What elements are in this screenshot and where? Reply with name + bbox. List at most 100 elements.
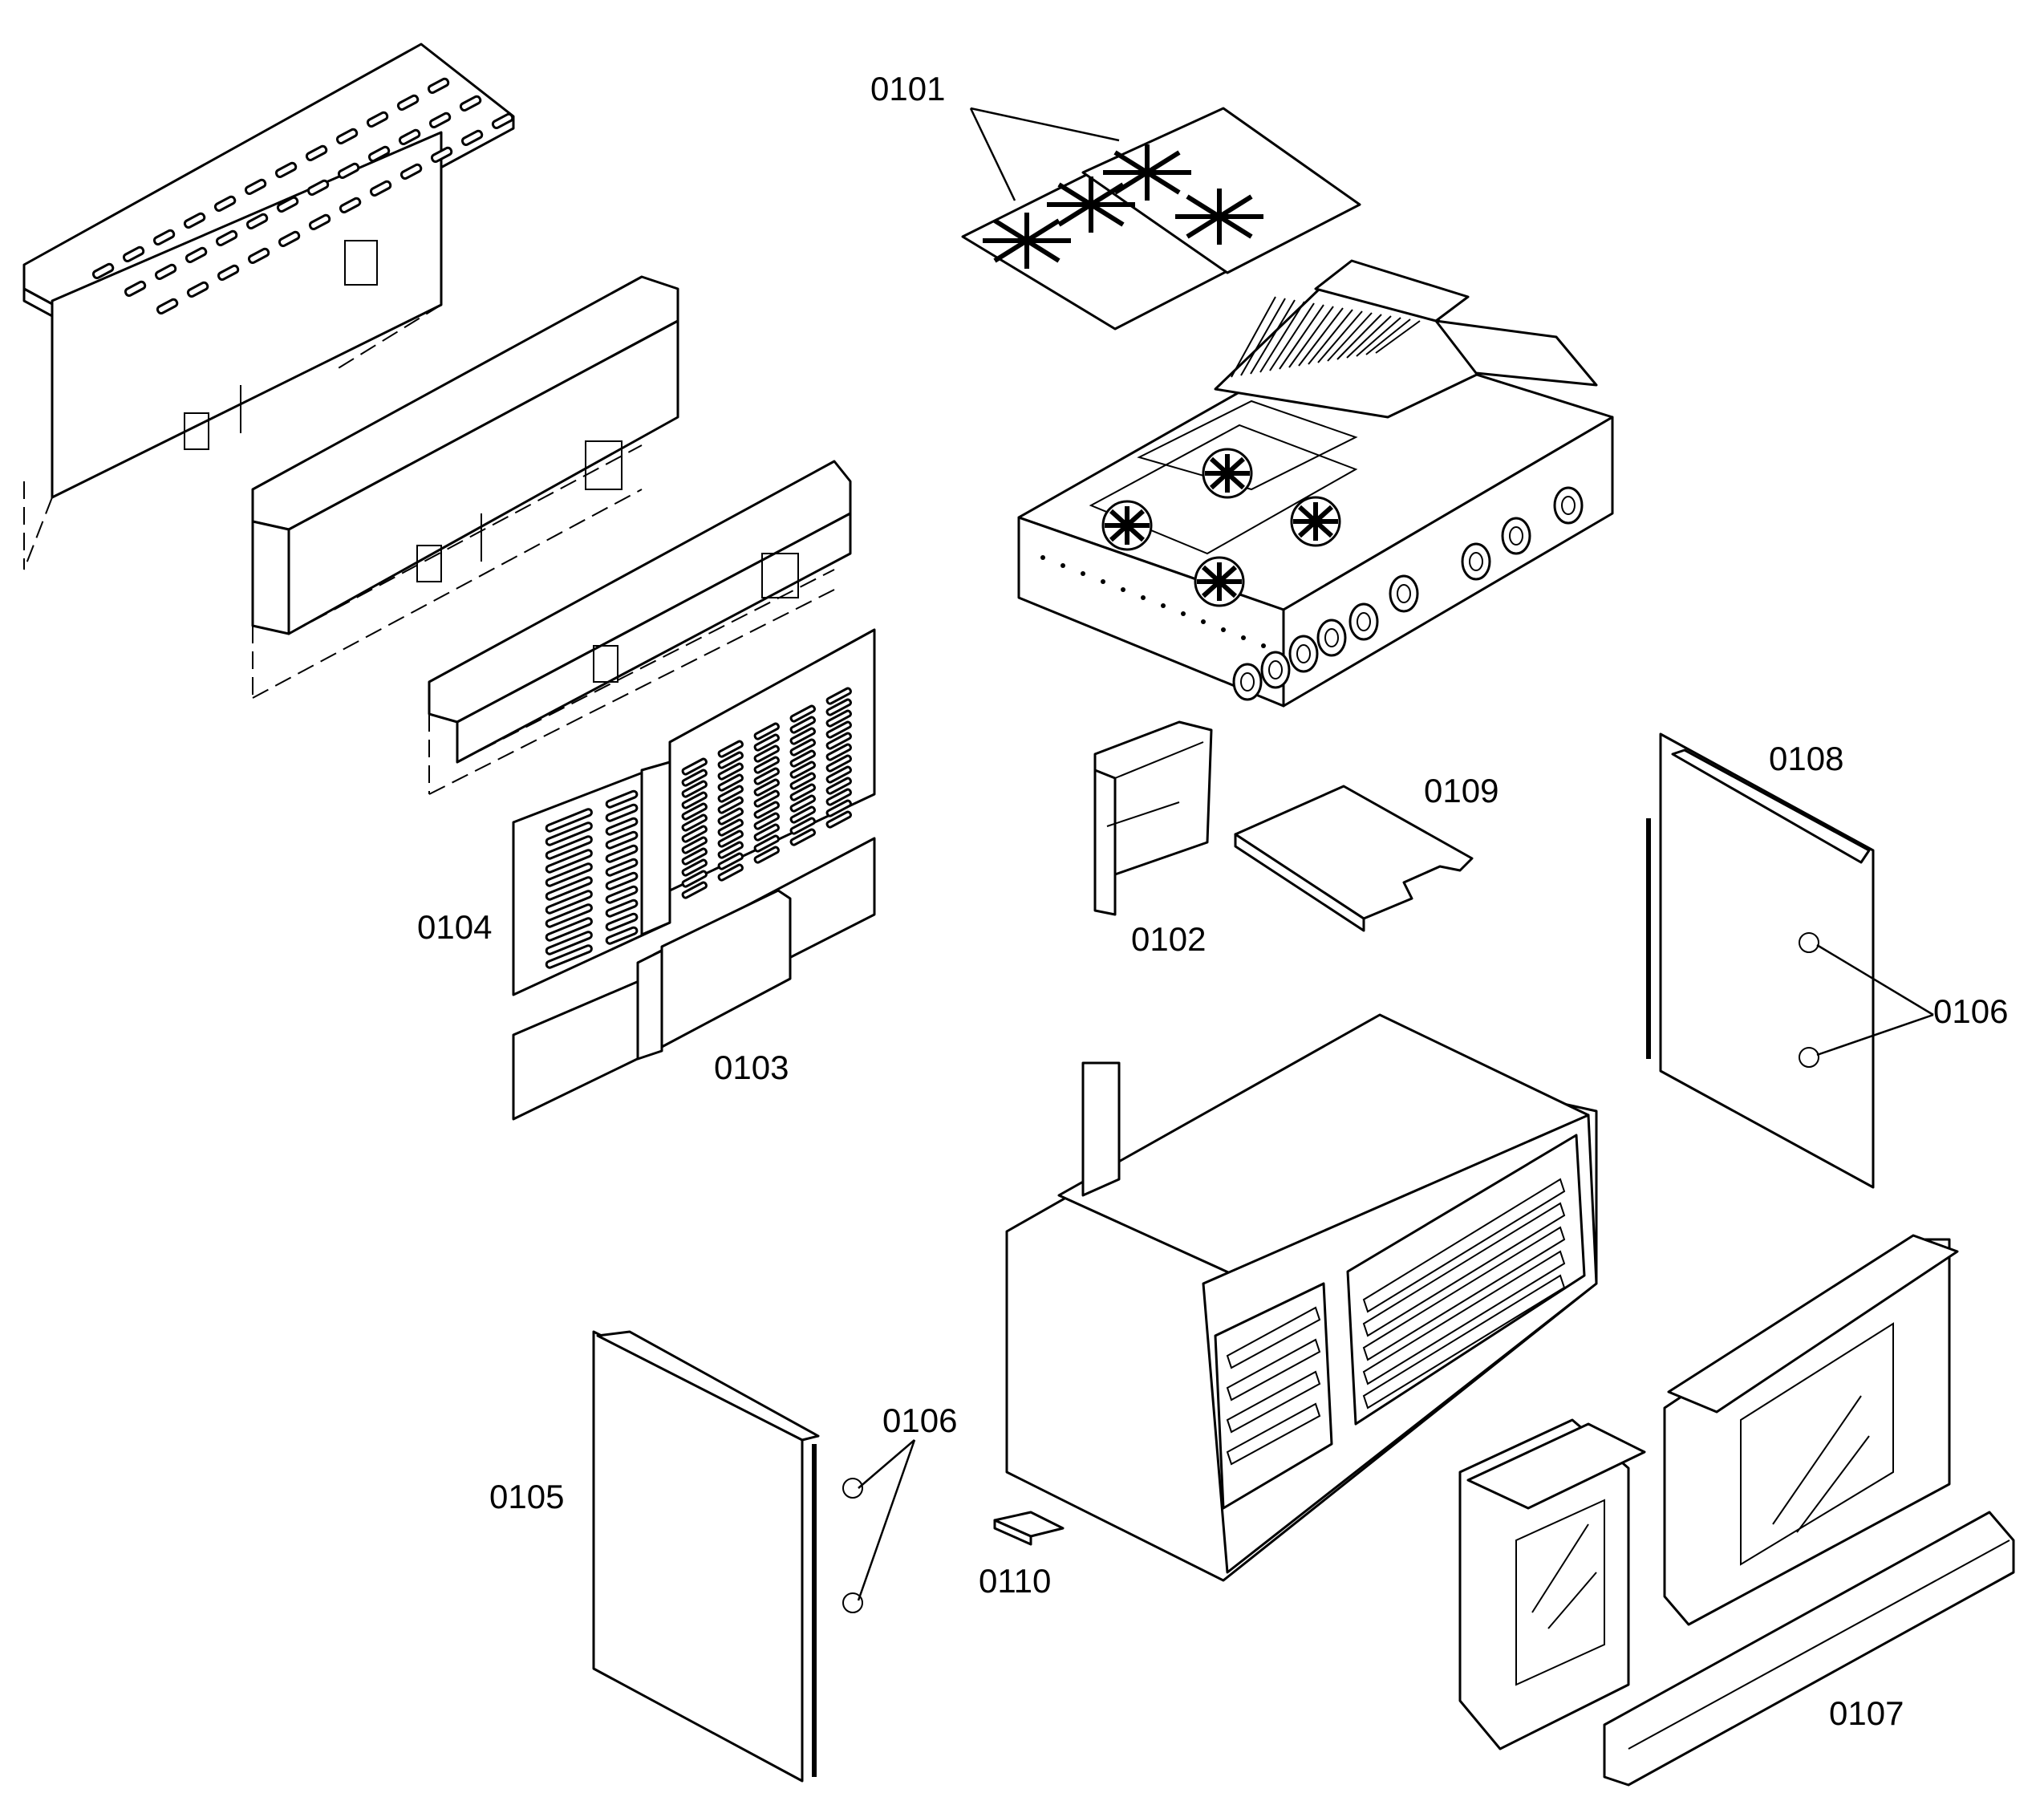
panel-slot (753, 767, 780, 785)
label-0108: 0108 (1769, 740, 1843, 777)
panel-slot (545, 890, 593, 915)
oven-rack (1362, 1226, 1566, 1361)
panel-slot (825, 754, 852, 773)
label-0107: 0107 (1829, 1694, 1904, 1732)
panel-slot (545, 808, 593, 833)
burner-star (1293, 502, 1338, 541)
shelf-slot (369, 180, 392, 197)
oven-rack (1362, 1274, 1566, 1410)
shelf-slot (186, 281, 209, 298)
shelf-slot (306, 179, 330, 197)
backguard-shelf (22, 43, 515, 570)
panel-slot (717, 807, 744, 825)
panel-slot (545, 849, 593, 874)
shelf-slot (399, 163, 423, 181)
knob (1260, 651, 1291, 689)
panel-slot (681, 802, 708, 821)
grill-line (1298, 307, 1344, 367)
panel-slot (545, 944, 593, 969)
shelf-slot (366, 111, 389, 128)
panel-slot (605, 871, 639, 890)
grate-bar (1175, 189, 1263, 245)
oven-rack (1362, 1202, 1566, 1337)
panel-slot (825, 810, 852, 829)
right-side-panel-0108 (1646, 732, 1875, 1189)
panel-slot (825, 687, 852, 705)
shelf-slot (183, 212, 206, 229)
label-0105: 0105 (489, 1478, 564, 1515)
grill-line (1269, 302, 1315, 371)
panel-slot (789, 805, 816, 824)
panel-slot (825, 788, 852, 806)
knob (1348, 602, 1379, 641)
panel-slot (825, 732, 852, 750)
shelf-slot (396, 94, 420, 112)
panel-slot (605, 885, 639, 904)
panel-slot (753, 733, 780, 752)
shelf-slot (460, 129, 484, 147)
label-0102: 0102 (1131, 920, 1206, 958)
leader-lines (857, 107, 1934, 1601)
panel-slot (753, 846, 780, 864)
shelf-slot (278, 230, 301, 248)
shelf-slot (247, 247, 270, 265)
panel-slot (545, 835, 593, 860)
screw-hole (1040, 555, 1045, 560)
shelf-slot (122, 245, 145, 263)
panel-slot (545, 876, 593, 901)
grill-line (1308, 309, 1353, 365)
grill-line (1279, 304, 1324, 370)
grill-line (1375, 320, 1421, 354)
knob-center (1296, 644, 1311, 663)
panel-slot (717, 751, 744, 769)
shelf-slot (185, 246, 208, 264)
grill-line (1336, 314, 1382, 360)
panel-slot (545, 931, 593, 955)
griddle-cover-0109 (1234, 785, 1474, 932)
knob-center (1397, 584, 1411, 603)
knob (1288, 635, 1319, 673)
label-0103: 0103 (714, 1049, 789, 1086)
panel-slot (753, 789, 780, 808)
screw-hole (1161, 603, 1166, 608)
panel-slot (605, 844, 639, 863)
shelf-slot (367, 145, 391, 163)
shelf-slot (274, 161, 298, 179)
panel-slot (789, 738, 816, 757)
shelf-slot (337, 162, 360, 180)
panel-slot (605, 912, 639, 931)
panel-slot (681, 881, 708, 899)
panel-slot (681, 769, 708, 787)
knob-center (1357, 612, 1371, 631)
shelf-slot (152, 229, 176, 246)
panel-slot (789, 716, 816, 734)
knob (1316, 619, 1347, 657)
panel-slot (681, 836, 708, 854)
panel-slot (789, 704, 816, 723)
panel-slot (717, 830, 744, 848)
label-0109: 0109 (1424, 772, 1499, 809)
knob (1461, 542, 1491, 581)
panel-slot (825, 765, 852, 784)
shelf-slot (156, 298, 179, 315)
panel-slot (717, 762, 744, 781)
panel-slot (681, 858, 708, 877)
panel-slot (545, 862, 593, 887)
shelf-slot (308, 213, 331, 231)
panel-slot (605, 803, 639, 822)
screw-hole (1141, 595, 1146, 600)
large-door (1663, 1234, 1959, 1626)
shelf-slot (459, 95, 482, 112)
grill-line (1365, 318, 1411, 355)
panel-slot (753, 823, 780, 842)
panel-slot (545, 917, 593, 942)
shelf-slot (244, 178, 267, 196)
panel-slot (717, 841, 744, 859)
knob-center (1324, 628, 1339, 647)
panel-slot (753, 812, 780, 830)
grate-bar (1047, 176, 1135, 233)
shelf-slot (428, 112, 452, 129)
knob-center (1240, 672, 1255, 692)
panel-slot (681, 791, 708, 809)
